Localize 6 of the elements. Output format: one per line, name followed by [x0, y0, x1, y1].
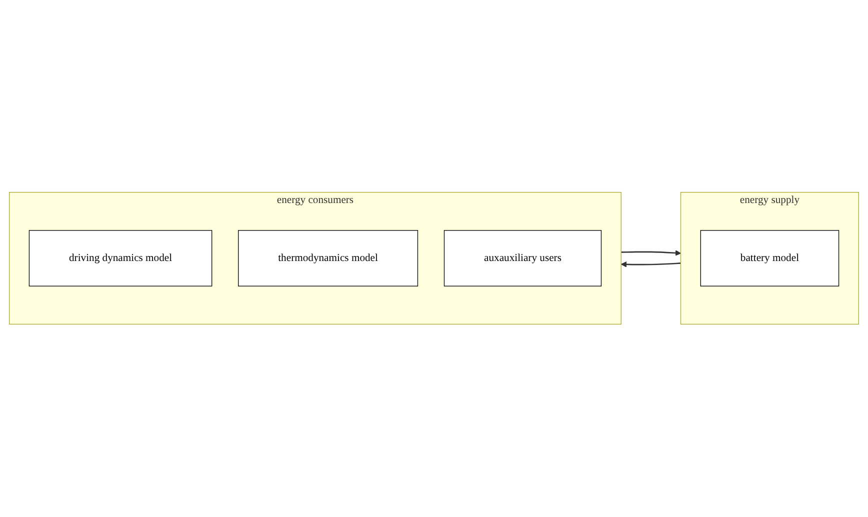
node-box: thermodynamics model	[238, 230, 418, 287]
arrow	[621, 250, 682, 256]
node-box: auxauxiliary users	[444, 230, 602, 287]
node-box: driving dynamics model	[28, 230, 212, 287]
arrow	[620, 262, 681, 268]
node-box: battery model	[700, 230, 840, 287]
